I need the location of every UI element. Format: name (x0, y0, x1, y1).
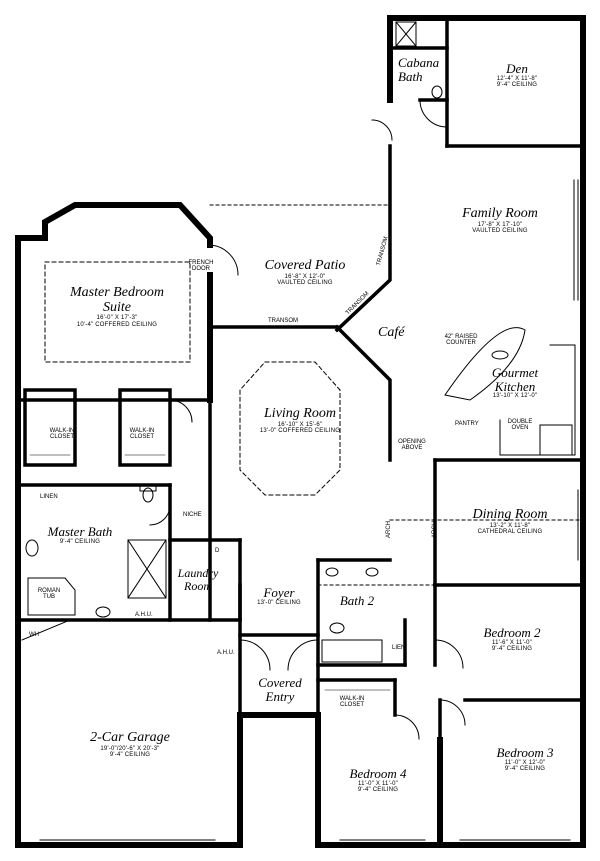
walk-in-closet-note-1: WALK-IN CLOSET (49, 428, 75, 441)
room-bedroom3: Bedroom 3 11'-0" X 12'-0" 9'-4" CEILING (497, 746, 554, 772)
living-room-ceiling: 13'-0" COFFERED CEILING (259, 427, 341, 434)
family-room-dims: 17'-8" X 17'-10" (477, 221, 523, 228)
room-cafe: Café (378, 325, 405, 341)
den-ceiling: 9'-4" CEILING (496, 81, 538, 88)
room-bedroom2: Bedroom 2 11'-6" X 11'-0" 9'-4" CEILING (484, 626, 541, 652)
double-oven-note: DOUBLE OVEN (507, 419, 533, 432)
bedroom4-dims: 11'-0" X 11'-0" (357, 780, 398, 787)
bedroom4-ceiling: 9'-4" CEILING (357, 786, 399, 793)
cafe-name: Café (378, 325, 405, 340)
bedroom3-name: Bedroom 3 (496, 745, 554, 760)
opening-above-note: OPENING ABOVE (398, 439, 426, 452)
living-room-name: Living Room (264, 406, 336, 421)
fixtures-and-doors (21, 21, 584, 841)
room-covered-entry: Covered Entry (250, 676, 310, 703)
french-door-note: FRENCH DOOR (188, 260, 214, 273)
room-cabana-bath: Cabana Bath (398, 56, 450, 83)
room-living-room: Living Room 16'-10" X 15'-6" 13'-0" COFF… (259, 406, 341, 434)
room-bedroom4: Bedroom 4 11'-0" X 11'-0" 9'-4" CEILING (350, 767, 407, 793)
roman-tub-note: ROMAN TUB (37, 588, 61, 601)
arch-note-east: ARCH (432, 520, 438, 538)
bath2-name: Bath 2 (339, 593, 375, 608)
living-room-dims: 16'-10" X 15'-6" (277, 421, 323, 428)
walk-in-closet-note-3: WALK-IN CLOSET (339, 696, 365, 709)
dryer-note: D (215, 548, 220, 554)
room-family-room: Family Room 17'-8" X 17'-10" VAULTED CEI… (462, 206, 538, 234)
family-room-ceiling: VAULTED CEILING (472, 227, 528, 234)
bedroom2-ceiling: 9'-4" CEILING (491, 645, 533, 652)
foyer-name: Foyer (263, 585, 295, 600)
master-bath-ceiling: 9'-4" CEILING (59, 538, 101, 545)
wh-note: WH (29, 632, 39, 638)
dining-room-ceiling: CATHEDRAL CEILING (477, 528, 543, 535)
exterior-walls (15, 15, 586, 848)
lien-note: LIEN (392, 645, 406, 651)
bedroom4-name: Bedroom 4 (349, 766, 407, 781)
family-room-name: Family Room (462, 206, 538, 221)
master-bedroom-name: Master Bedroom Suite (70, 285, 164, 315)
covered-patio-dims: 16'-8" X 12'-0" (284, 273, 326, 280)
master-bedroom-dims: 16'-0" X 17'-3" (96, 315, 138, 322)
room-master-bath: Master Bath 9'-4" CEILING (45, 525, 115, 545)
bedroom2-name: Bedroom 2 (483, 625, 541, 640)
bedroom2-dims: 11'-6" X 11'-0" (491, 639, 532, 646)
niche-note: NICHE (183, 512, 202, 518)
room-dining-room: Dining Room 13'-2" X 11'-8" CATHEDRAL CE… (472, 507, 548, 535)
transom-note-patio: TRANSOM (268, 318, 298, 324)
covered-patio-name: Covered Patio (264, 258, 346, 273)
room-den: Den 12'-4" X 11'-8" 9'-4" CEILING (497, 62, 537, 88)
room-laundry-room: Laundry Room (173, 567, 223, 592)
raised-counter-note: 42" RAISED COUNTER (444, 334, 478, 347)
foyer-ceiling: 13'-0" CEILING (257, 599, 301, 606)
pantry-note: PANTRY (455, 421, 479, 427)
room-covered-patio: Covered Patio 16'-8" X 12'-0" VAULTED CE… (264, 258, 346, 286)
garage-ceiling: 9'-4" CEILING (109, 751, 151, 758)
bedroom3-ceiling: 9'-4" CEILING (504, 765, 546, 772)
garage-name: 2-Car Garage (90, 730, 170, 745)
covered-patio-ceiling: VAULTED CEILING (277, 279, 333, 286)
bedroom3-dims: 11'-0" X 12'-0" (504, 759, 546, 766)
gourmet-kitchen-dims: 13'-10" X 12'-0" (492, 393, 538, 400)
garage-dims: 19'-0"/20'-6" X 20'-3" (100, 745, 160, 752)
den-dims: 12'-4" X 11'-8" (496, 75, 538, 82)
arch-note-west: ARCH (386, 520, 392, 538)
room-master-bedroom: Master Bedroom Suite 16'-0" X 17'-3" 10'… (57, 285, 177, 328)
master-bedroom-ceiling: 10'-4" COFFERED CEILING (76, 321, 158, 328)
laundry-room-name: Laundry Room (177, 566, 219, 593)
covered-entry-name: Covered Entry (258, 675, 302, 704)
room-garage: 2-Car Garage 19'-0"/20'-6" X 20'-3" 9'-4… (90, 730, 170, 758)
dining-room-name: Dining Room (472, 507, 548, 522)
ahu-note-master: A.H.U. (135, 612, 153, 618)
dining-room-dims: 13'-2" X 11'-8" (489, 522, 531, 529)
linen-note: LINEN (40, 494, 58, 500)
room-foyer: Foyer 13'-0" CEILING (257, 586, 301, 606)
gourmet-kitchen-name: Gourmet Kitchen (491, 365, 539, 394)
room-bath2: Bath 2 (340, 594, 374, 608)
walk-in-closet-note-2: WALK-IN CLOSET (129, 428, 155, 441)
cabana-bath-name: Cabana Bath (398, 55, 440, 84)
ahu-note-foyer: A.H.U. (217, 650, 235, 656)
master-bath-name: Master Bath (47, 524, 113, 539)
den-name: Den (506, 61, 528, 76)
room-gourmet-kitchen: Gourmet Kitchen 13'-10" X 12'-0" (475, 366, 555, 400)
